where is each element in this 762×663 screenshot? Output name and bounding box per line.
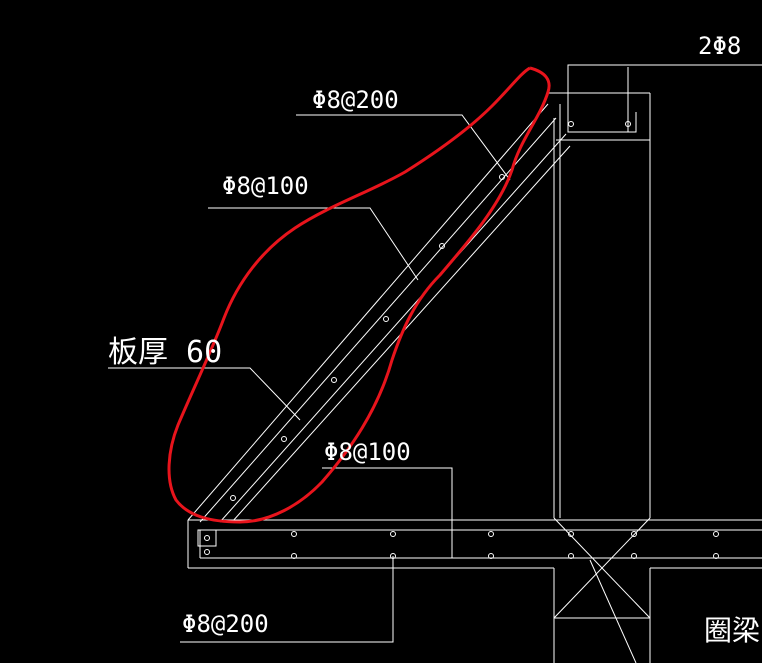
top-beam xyxy=(548,64,762,518)
inclined-slab xyxy=(187,103,571,523)
bottom-slab xyxy=(187,519,762,569)
label-slab-thickness: 板厚 60 xyxy=(108,335,222,370)
label-lower-rebar: Φ8@100 xyxy=(324,438,411,466)
label-middle-rebar: Φ8@100 xyxy=(222,172,309,200)
label-top-right-rebar: 2Φ8 xyxy=(698,32,741,60)
red-highlight-outline xyxy=(167,66,551,524)
label-bottom-rebar: Φ8@200 xyxy=(182,610,269,638)
leader-lines xyxy=(108,114,511,643)
label-upper-rebar: Φ8@200 xyxy=(312,86,399,114)
label-ring-beam: 圈梁 xyxy=(704,614,760,647)
slab-rebar-dots xyxy=(230,121,631,501)
ring-beam-joint xyxy=(553,517,651,663)
